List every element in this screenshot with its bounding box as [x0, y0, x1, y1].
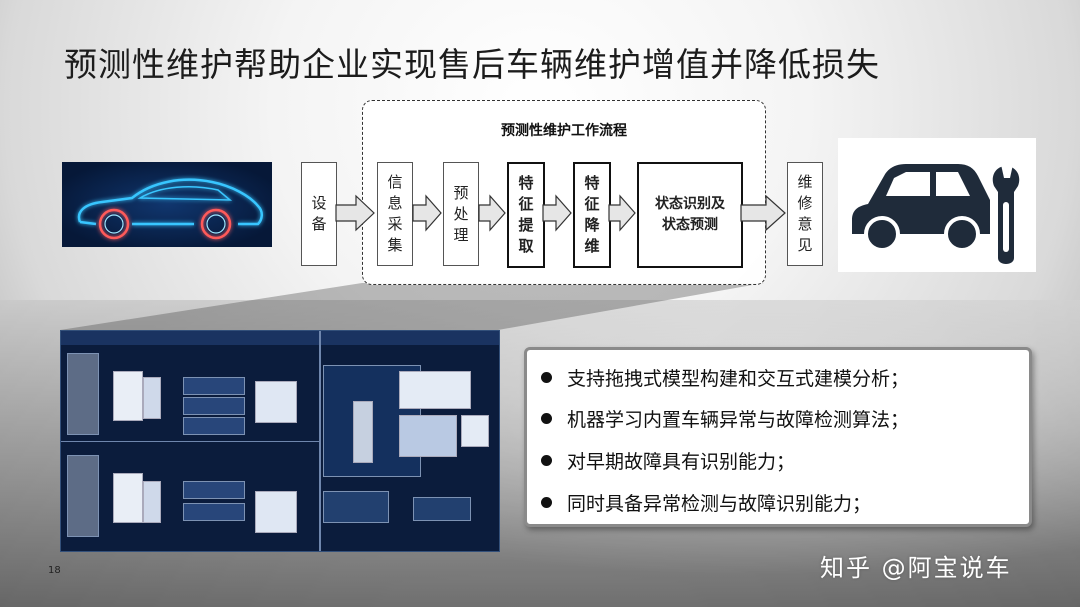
step-preprocess-label: 预处理: [453, 183, 469, 244]
step-state-recognition-label: 状态识别及状态预测: [655, 196, 725, 233]
bullet-text: 对早期故障具有识别能力；: [567, 451, 796, 473]
bullet-text: 同时具备异常检测与故障识别能力；: [567, 493, 872, 515]
process-title: 预测性维护工作流程: [501, 123, 627, 139]
arrow-right-icon: [478, 194, 506, 232]
step-feature-reduction-label: 特征降维: [584, 174, 600, 255]
bullet-dot-icon: [541, 455, 552, 466]
platform-screenshot-image: [60, 330, 500, 552]
step-info-collection: 信息采集: [377, 162, 413, 266]
step-device-label: 设备: [311, 194, 327, 233]
watermark: 知乎 @阿宝说车: [820, 554, 1012, 582]
glowing-car-outline-icon: [62, 162, 272, 247]
arrow-right-icon: [608, 194, 636, 232]
bullet-item: 支持拖拽式模型构建和交互式建模分析；: [541, 364, 909, 391]
bullet-dot-icon: [541, 497, 552, 508]
arrow-right-icon: [412, 194, 442, 232]
feature-bullet-box: 支持拖拽式模型构建和交互式建模分析； 机器学习内置车辆异常与故障检测算法； 对早…: [524, 347, 1032, 527]
step-preprocess: 预处理: [443, 162, 479, 266]
bullet-item: 机器学习内置车辆异常与故障检测算法；: [541, 405, 909, 432]
step-feature-extraction-label: 特征提取: [518, 174, 534, 255]
arrow-right-icon: [542, 194, 572, 232]
page-number: 18: [48, 565, 61, 576]
step-maintenance-advice: 维修意见: [787, 162, 823, 266]
slide-title: 预测性维护帮助企业实现售后车辆维护增值并降低损失: [64, 45, 880, 84]
car-wrench-icon: [838, 138, 1036, 272]
bullet-item: 对早期故障具有识别能力；: [541, 447, 795, 474]
step-state-recognition: 状态识别及状态预测: [637, 162, 743, 268]
bullet-dot-icon: [541, 372, 552, 383]
arrow-right-icon: [740, 194, 786, 232]
arrow-right-icon: [335, 194, 375, 232]
bullet-dot-icon: [541, 413, 552, 424]
step-maintenance-advice-label: 维修意见: [797, 173, 813, 254]
bullet-text: 支持拖拽式模型构建和交互式建模分析；: [567, 368, 910, 390]
bullet-text: 机器学习内置车辆异常与故障检测算法；: [567, 409, 910, 431]
step-feature-extraction: 特征提取: [507, 162, 545, 268]
step-info-collection-label: 信息采集: [387, 173, 403, 254]
bullet-item: 同时具备异常检测与故障识别能力；: [541, 489, 871, 516]
